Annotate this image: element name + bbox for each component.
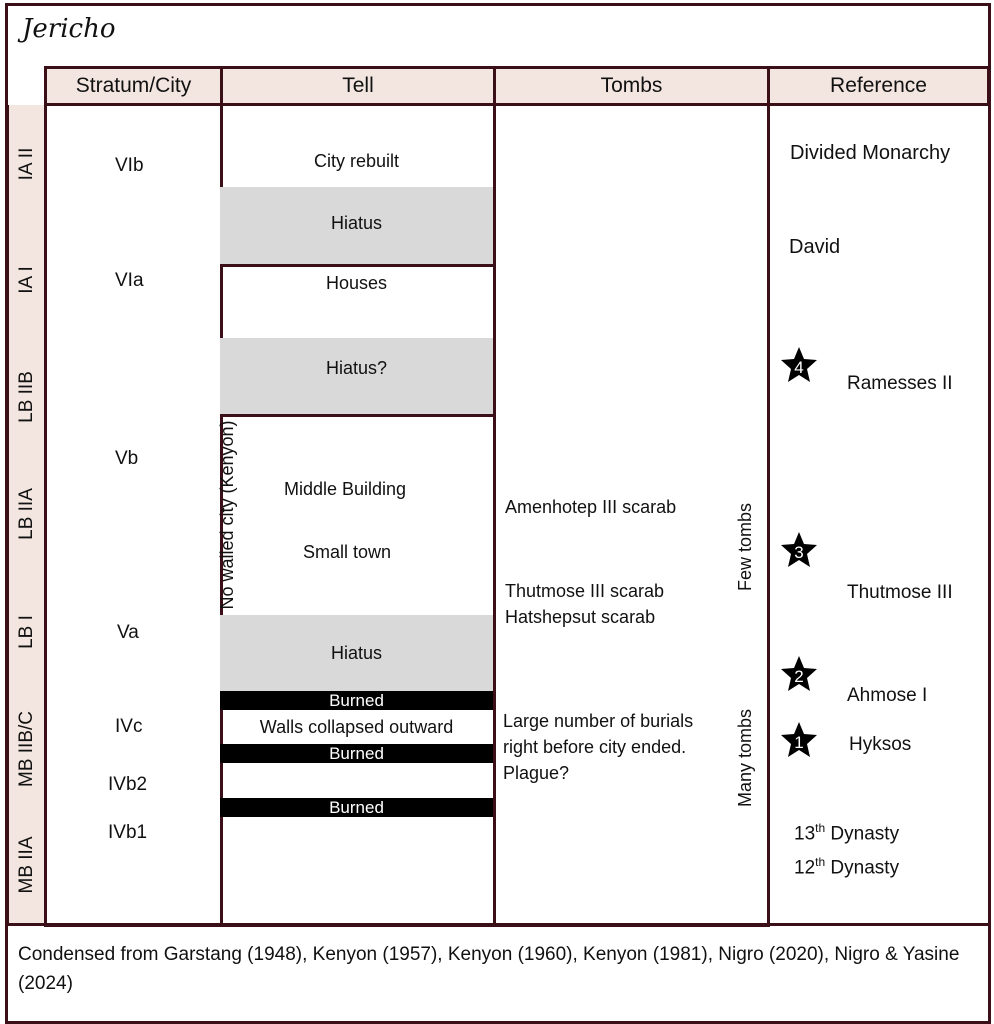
ref-thutmose: Thutmose III (847, 582, 953, 603)
svg-text:1: 1 (794, 733, 803, 752)
tell-hiatus: Hiatus (220, 187, 493, 267)
dynasty: Dynasty (825, 857, 900, 879)
tomb-burials: Large number of burials right before cit… (503, 708, 693, 786)
header-stratum: Stratum/City (44, 66, 223, 106)
svg-text:3: 3 (794, 543, 803, 562)
stratum-via: VIa (115, 270, 144, 291)
burials-line: Plague? (503, 763, 570, 783)
star-2-icon: 2 (781, 656, 817, 691)
ref-12th-dynasty: 12th Dynasty (794, 855, 899, 879)
no-walled-city-text: No walled city (Kenyon) (217, 420, 237, 610)
header-tell: Tell (220, 66, 496, 106)
period-label: MB IIA (15, 836, 37, 894)
header-reference: Reference (767, 66, 990, 106)
burials-line: right before city ended. (503, 737, 687, 757)
period-label: LB I (15, 614, 37, 649)
tell-burned-1: Burned (220, 691, 493, 710)
period-label: LB IIB (15, 370, 37, 423)
tomb-hatshepsut: Hatshepsut scarab (505, 607, 656, 627)
stratum-va: Va (117, 622, 139, 643)
stratum-vib: VIb (115, 155, 144, 176)
tell-city-rebuilt: City rebuilt (220, 105, 493, 190)
svg-text:2: 2 (794, 667, 803, 686)
period-lb1: LB I (6, 573, 47, 693)
period-ia1: IA I (6, 222, 47, 341)
star-4-icon: 4 (781, 347, 817, 382)
footer-divider (6, 923, 990, 926)
period-lb2a: LB IIA (6, 455, 47, 576)
tell-burned-2: Burned (220, 744, 493, 763)
period-lb2b: LB IIB (6, 338, 47, 458)
stratum-vb: Vb (115, 448, 139, 469)
ordinal: th (815, 855, 826, 869)
many-tombs-text: Many tombs (735, 708, 755, 808)
ref-divided-monarchy: Divided Monarchy (790, 142, 951, 164)
stratum-ivc: IVc (115, 716, 143, 737)
ref-ramesses: Ramesses II (847, 373, 953, 394)
period-mb2a: MB IIA (6, 807, 47, 926)
period-label: IA I (15, 266, 37, 294)
chart-title: Jericho (22, 14, 116, 44)
stratum-column (44, 103, 223, 927)
tell-middle-building: Middle Building (284, 479, 407, 499)
burials-line: Large number of burials (503, 711, 694, 731)
tell-burned-3: Burned (220, 798, 493, 817)
star-3-icon: 3 (781, 532, 817, 567)
ref-hyksos: Hyksos (849, 734, 912, 755)
dynasty: Dynasty (825, 823, 900, 845)
tell-hiatus-lb1: Hiatus (220, 615, 493, 691)
tell-houses: Houses (220, 264, 493, 341)
period-label: MB IIB/C (15, 710, 37, 787)
period-ia2: IA II (6, 105, 47, 225)
ordinal: th (815, 821, 826, 835)
period-label: LB IIA (15, 488, 37, 540)
ref-ahmose: Ahmose I (847, 685, 928, 706)
num: 13 (794, 823, 816, 845)
tell-walls-collapsed: Walls collapsed outward (259, 716, 454, 737)
num: 12 (794, 857, 816, 879)
tomb-thutmose: Thutmose III scarab (505, 581, 665, 601)
stratum-ivb1: IVb1 (108, 822, 148, 843)
stratum-ivb2: IVb2 (108, 774, 148, 795)
ref-13th-dynasty: 13th Dynasty (794, 821, 899, 845)
tomb-amenhotep: Amenhotep III scarab (505, 497, 677, 517)
tell-no-walled-city (220, 414, 493, 618)
ref-david: David (789, 236, 841, 258)
svg-text:4: 4 (794, 358, 803, 377)
tell-small-town: Small town (303, 542, 392, 562)
footer-citation: Condensed from Garstang (1948), Kenyon (… (18, 944, 960, 994)
few-tombs-text: Few tombs (735, 502, 755, 592)
period-label: IA II (15, 147, 37, 180)
period-mb2bc: MB IIB/C (6, 690, 47, 810)
header-tombs: Tombs (493, 66, 770, 106)
tell-hiatus-q: Hiatus? (220, 338, 493, 417)
star-1-icon: 1 (781, 722, 817, 757)
